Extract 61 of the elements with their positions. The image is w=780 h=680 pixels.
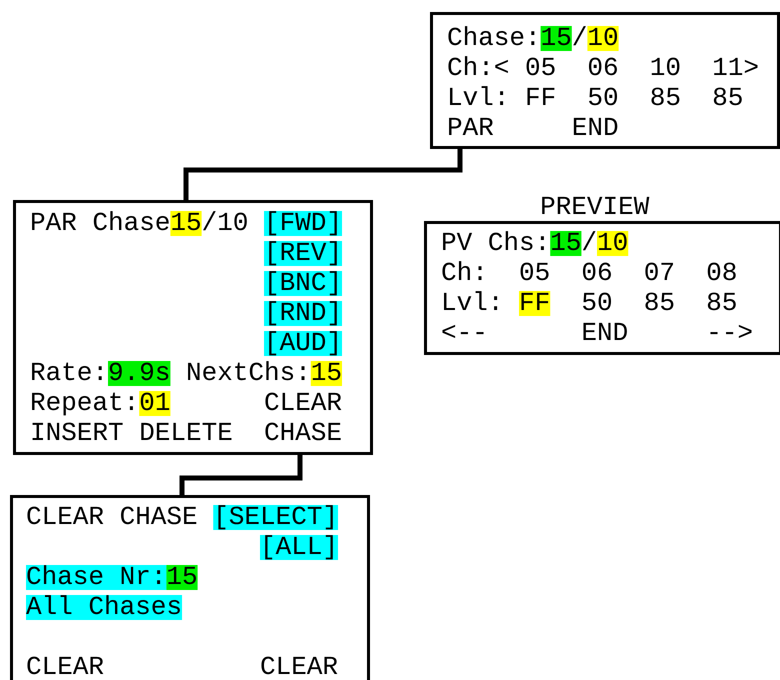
- screen-text: 06: [588, 58, 617, 76]
- menu-option: All Chases: [26, 595, 182, 620]
- highlighted-value: FF: [519, 291, 550, 316]
- screen-text: FF: [527, 88, 554, 105]
- menu-option: [RND]: [264, 301, 342, 326]
- screen-text: PAR Chase: [32, 211, 169, 230]
- highlighted-value: 15: [166, 565, 198, 590]
- screen-text: 85: [646, 292, 674, 310]
- screen-text: CLEAR CHASE: [265, 392, 342, 440]
- screen-text: 85: [714, 88, 742, 106]
- highlighted-value: 15: [550, 231, 582, 256]
- screen-text: 07: [645, 262, 673, 280]
- screen-text: CLEAR CHASE: [27, 506, 196, 524]
- screen-text: Lvl:: [444, 291, 498, 310]
- menu-option: [SELECT]: [213, 505, 338, 530]
- screen-text: /: [573, 26, 586, 46]
- screen-text: CLEAR: [27, 656, 104, 674]
- screen-text: PV Chs:: [443, 231, 544, 250]
- screen-text: Chase:: [448, 26, 534, 46]
- screen-text: 85: [708, 292, 736, 310]
- screen-text: 10: [652, 58, 680, 76]
- screen-text: NextChs:: [188, 361, 304, 380]
- screen-text: Ch:: [442, 261, 482, 280]
- screen-text: END: [583, 322, 627, 340]
- screen-text: 50: [583, 292, 611, 310]
- screen-text: Lvl:: [450, 86, 504, 105]
- screen-text: 50: [589, 88, 617, 106]
- screen-text: <--: [442, 324, 484, 338]
- menu-option: [REV]: [264, 241, 342, 266]
- connector-line: [180, 455, 302, 495]
- highlighted-value: 15: [540, 26, 572, 51]
- screen-text: Rate:: [32, 362, 102, 380]
- screen-text: CLEAR: [261, 656, 338, 674]
- screen-text: 11>: [714, 58, 758, 75]
- screen-text: 08: [708, 262, 736, 280]
- screen-text: 85: [652, 88, 680, 106]
- screen-text: 06: [582, 262, 611, 280]
- connector-line: [184, 149, 462, 200]
- screen-text: 05: [526, 58, 555, 76]
- screen-text: /: [582, 231, 596, 250]
- screen-text: Ch:<: [448, 56, 508, 76]
- screen-heading: PREVIEW: [542, 196, 650, 214]
- screen-text: PAR: [449, 118, 494, 135]
- menu-option: [BNC]: [264, 271, 342, 296]
- screen-text: DELETE: [141, 422, 232, 440]
- screen-text: /10: [203, 211, 247, 230]
- menu-option: [ALL]: [260, 535, 338, 560]
- highlighted-value: 01: [139, 391, 170, 416]
- highlighted-value: 10: [597, 231, 628, 256]
- menu-option: [AUD]: [264, 331, 342, 356]
- menu-option: [FWD]: [264, 211, 342, 236]
- screen-text: Repeat:: [32, 392, 133, 416]
- screen-text: -->: [710, 324, 752, 338]
- screen-text: 05: [520, 262, 549, 280]
- menu-option: Chase Nr:: [26, 565, 166, 590]
- highlighted-value: 9.9s: [108, 361, 170, 386]
- highlighted-value: 15: [170, 211, 202, 236]
- highlighted-value: 10: [587, 26, 619, 51]
- screen-text: INSERT: [32, 422, 123, 440]
- screen-text: END: [574, 118, 618, 135]
- highlighted-value: 15: [310, 361, 342, 386]
